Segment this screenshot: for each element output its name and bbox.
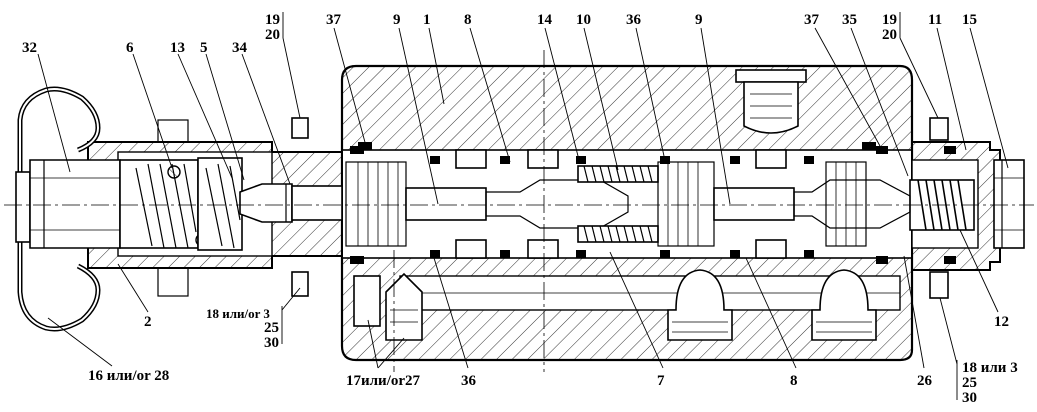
- label-8-bottom: 8: [790, 373, 798, 389]
- label-2: 2: [144, 314, 152, 330]
- label-35: 35: [842, 12, 857, 28]
- label-25-right: 25: [962, 375, 977, 391]
- label-1: 1: [423, 12, 431, 28]
- part-labels: 32 6 13 5 34 19 20 37 9 1 8 14 10 36 9 3…: [22, 12, 1018, 406]
- label-9-right: 9: [695, 12, 703, 28]
- adjusting-screw: [15, 159, 121, 249]
- annular-grooves: [455, 149, 787, 259]
- label-15: 15: [962, 12, 977, 28]
- spool-assembly: [345, 161, 911, 247]
- bottom-port-plug-left: [667, 269, 733, 341]
- bottom-port-plug-right: [811, 269, 877, 341]
- label-30-right: 30: [962, 390, 977, 406]
- label-36-bottom: 36: [461, 373, 477, 389]
- label-18-or-3-left: 18 или/or 3: [206, 306, 270, 321]
- pilot-poppet: [239, 183, 343, 223]
- label-19-right: 19: [882, 12, 897, 28]
- label-16-or-28: 16 или/or 28: [88, 368, 169, 384]
- label-5: 5: [200, 40, 208, 56]
- label-14: 14: [537, 12, 553, 28]
- label-34: 34: [232, 40, 248, 56]
- label-12: 12: [994, 314, 1009, 330]
- label-18-or-3-right: 18 или 3: [962, 360, 1018, 376]
- drain-plug-17: [353, 272, 423, 341]
- o-rings: [350, 142, 956, 264]
- right-end-cap: [911, 117, 1025, 299]
- label-17-or-27: 17или/or27: [346, 373, 421, 389]
- label-7: 7: [657, 373, 665, 389]
- top-port-plug: [735, 69, 807, 134]
- label-8-top: 8: [464, 12, 472, 28]
- label-30-left: 30: [264, 335, 279, 351]
- leader-lines: [37, 12, 1009, 400]
- pilot-spring: [119, 157, 243, 251]
- label-20-left: 20: [265, 27, 280, 43]
- label-37-left: 37: [326, 12, 342, 28]
- label-10: 10: [576, 12, 591, 28]
- label-6: 6: [126, 40, 134, 56]
- label-20-right: 20: [882, 27, 897, 43]
- label-32: 32: [22, 40, 37, 56]
- label-11: 11: [928, 12, 942, 28]
- label-36-top: 36: [626, 12, 642, 28]
- label-9-left: 9: [393, 12, 401, 28]
- label-37-right: 37: [804, 12, 820, 28]
- label-19-left: 19: [265, 12, 280, 28]
- label-13: 13: [170, 40, 185, 56]
- label-26: 26: [917, 373, 933, 389]
- label-25-left: 25: [264, 320, 279, 336]
